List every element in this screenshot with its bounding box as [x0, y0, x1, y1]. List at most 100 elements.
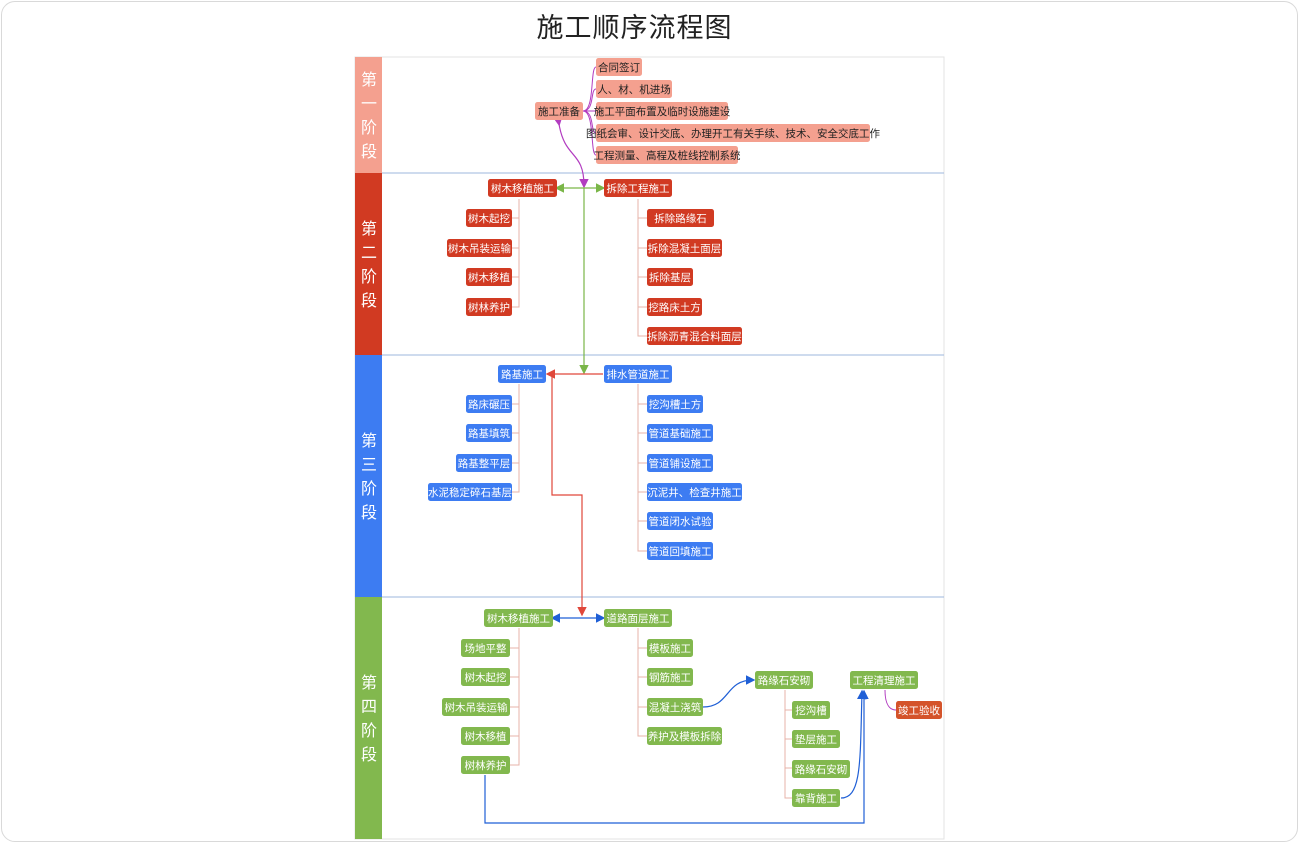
- node-drainage[interactable]: 排水管道施工: [604, 365, 672, 383]
- node-cushion-layer[interactable]: 垫层施工: [792, 730, 840, 748]
- node-remove-asphalt[interactable]: 拆除沥青混合料面层: [647, 327, 742, 345]
- node-site-layout[interactable]: 施工平面布置及临时设施建设: [594, 102, 731, 120]
- node-pavement-label: 道路面层施工: [607, 612, 670, 625]
- node-remove-concrete-label: 拆除混凝土面层: [648, 242, 722, 255]
- swimlane-area: [354, 56, 945, 840]
- node-remove-curb[interactable]: 拆除路缘石: [647, 209, 714, 227]
- node-forest-maintenance-4-label: 树林养护: [465, 759, 507, 772]
- node-roadbed-rolling-label: 路床碾压: [468, 398, 510, 411]
- node-dig-roadbed-label: 挖路床土方: [648, 301, 701, 314]
- node-site-leveling-label: 场地平整: [465, 642, 507, 655]
- node-tree-planting[interactable]: 树木移植: [466, 268, 512, 286]
- node-pipe-laying-label: 管道铺设施工: [649, 457, 712, 470]
- node-tree-transplant-4[interactable]: 树木移植施工: [484, 609, 553, 627]
- node-site-leveling[interactable]: 场地平整: [461, 639, 510, 657]
- node-concrete-pouring-label: 混凝土浇筑: [649, 701, 702, 714]
- connector: [637, 628, 647, 737]
- node-forest-maintenance-4[interactable]: 树林养护: [461, 756, 510, 774]
- node-site-layout-label: 施工平面布置及临时设施建设: [594, 105, 731, 118]
- node-tree-hoisting-4[interactable]: 树木吊装运输: [442, 698, 510, 716]
- stage-band-4: [355, 597, 382, 839]
- node-trench-excavation-label: 挖沟槽土方: [649, 398, 702, 411]
- node-construction-prep-label: 施工准备: [538, 105, 580, 118]
- node-curb-install-label: 路缘石安砌: [758, 674, 811, 687]
- node-dig-roadbed[interactable]: 挖路床土方: [647, 298, 702, 316]
- connector: [553, 116, 589, 189]
- node-completion-acceptance[interactable]: 竣工验收: [896, 701, 942, 719]
- node-curb-laying-label: 路缘石安砌: [795, 763, 848, 776]
- node-remove-concrete[interactable]: 拆除混凝土面层: [647, 239, 722, 257]
- node-closed-water-test[interactable]: 管道闭水试验: [647, 512, 713, 530]
- node-curing-formwork-removal-label: 养护及模板拆除: [648, 730, 722, 743]
- node-rebar-label: 钢筋施工: [649, 671, 691, 684]
- node-pipe-foundation-label: 管道基础施工: [649, 427, 712, 440]
- node-subgrade-leveling[interactable]: 路基整平层: [456, 454, 512, 472]
- node-closed-water-test-label: 管道闭水试验: [649, 515, 712, 528]
- node-tree-transplant[interactable]: 树木移植施工: [488, 179, 557, 197]
- node-subgrade-filling-label: 路基填筑: [468, 427, 510, 440]
- stage-label-3: 第三阶段: [361, 431, 377, 522]
- connector: [510, 628, 520, 766]
- node-tree-planting-4-label: 树木移植: [465, 730, 507, 743]
- node-tree-transplant-label: 树木移植施工: [491, 182, 554, 195]
- connector: [551, 374, 587, 617]
- node-trench-excavation[interactable]: 挖沟槽土方: [647, 395, 703, 413]
- node-forest-maintenance-label: 树林养护: [468, 301, 510, 314]
- node-manhole[interactable]: 沉泥井、检查井施工: [647, 483, 742, 501]
- node-pipe-backfill[interactable]: 管道回填施工: [647, 542, 713, 560]
- connector: [637, 199, 647, 337]
- node-cushion-layer-label: 垫层施工: [795, 733, 837, 746]
- node-site-cleanup[interactable]: 工程清理施工: [850, 671, 918, 689]
- stage-band-3: [355, 355, 382, 597]
- node-demolition[interactable]: 拆除工程施工: [604, 179, 672, 197]
- node-construction-prep[interactable]: 施工准备: [535, 102, 583, 120]
- node-tree-digging[interactable]: 树木起挖: [466, 209, 512, 227]
- node-contract-signing[interactable]: 合同签订: [596, 58, 642, 76]
- connector: [582, 66, 597, 112]
- node-concrete-pouring[interactable]: 混凝土浇筑: [647, 698, 703, 716]
- node-tree-digging-label: 树木起挖: [468, 212, 510, 225]
- node-rebar[interactable]: 钢筋施工: [647, 668, 693, 686]
- node-backing-label: 靠背施工: [795, 792, 837, 805]
- node-curb-laying[interactable]: 路缘石安砌: [792, 760, 850, 778]
- connector: [784, 690, 792, 799]
- node-completion-acceptance-label: 竣工验收: [898, 704, 940, 717]
- node-roadbed-rolling[interactable]: 路床碾压: [466, 395, 512, 413]
- stage-label-4: 第四阶段: [361, 673, 377, 764]
- node-tree-hoisting[interactable]: 树木吊装运输: [447, 239, 512, 257]
- node-forest-maintenance[interactable]: 树林养护: [466, 298, 512, 316]
- node-manhole-label: 沉泥井、检查井施工: [647, 486, 742, 499]
- node-survey-control[interactable]: 工程测量、高程及桩线控制系统: [594, 146, 741, 164]
- node-curb-trench[interactable]: 挖沟槽: [792, 701, 830, 719]
- node-tree-planting-4[interactable]: 树木移植: [461, 727, 510, 745]
- node-tree-hoisting-4-label: 树木吊装运输: [445, 701, 508, 714]
- node-formwork-label: 模板施工: [649, 642, 691, 655]
- node-tree-transplant-4-label: 树木移植施工: [487, 612, 550, 625]
- stage-label-2: 第二阶段: [361, 219, 377, 310]
- node-cement-base-label: 水泥稳定碎石基层: [428, 486, 512, 499]
- node-pipe-laying[interactable]: 管道铺设施工: [647, 454, 713, 472]
- node-subgrade-filling[interactable]: 路基填筑: [466, 424, 512, 442]
- node-drainage-label: 排水管道施工: [607, 368, 670, 381]
- connector: [582, 110, 597, 156]
- stage-band-1: [355, 57, 382, 173]
- node-cement-base[interactable]: 水泥稳定碎石基层: [428, 483, 512, 501]
- node-tree-digging-4-label: 树木起挖: [465, 671, 507, 684]
- connector: [702, 675, 756, 708]
- node-drawing-review[interactable]: 图纸会审、设计交底、办理开工有关手续、技术、安全交底工作: [586, 124, 880, 142]
- node-formwork[interactable]: 模板施工: [647, 639, 693, 657]
- node-remove-asphalt-label: 拆除沥青混合料面层: [647, 330, 742, 343]
- node-backing[interactable]: 靠背施工: [792, 789, 840, 807]
- node-subgrade[interactable]: 路基施工: [498, 365, 546, 383]
- node-resources-entry[interactable]: 人、材、机进场: [596, 80, 672, 98]
- node-pavement[interactable]: 道路面层施工: [604, 609, 672, 627]
- node-pipe-foundation[interactable]: 管道基础施工: [647, 424, 713, 442]
- node-remove-base[interactable]: 拆除基层: [647, 268, 693, 286]
- node-subgrade-label: 路基施工: [501, 368, 543, 381]
- node-drawing-review-label: 图纸会审、设计交底、办理开工有关手续、技术、安全交底工作: [586, 127, 880, 140]
- node-curb-install[interactable]: 路缘石安砌: [755, 671, 813, 689]
- connector: [840, 689, 867, 799]
- node-tree-digging-4[interactable]: 树木起挖: [461, 668, 510, 686]
- node-curing-formwork-removal[interactable]: 养护及模板拆除: [647, 727, 722, 745]
